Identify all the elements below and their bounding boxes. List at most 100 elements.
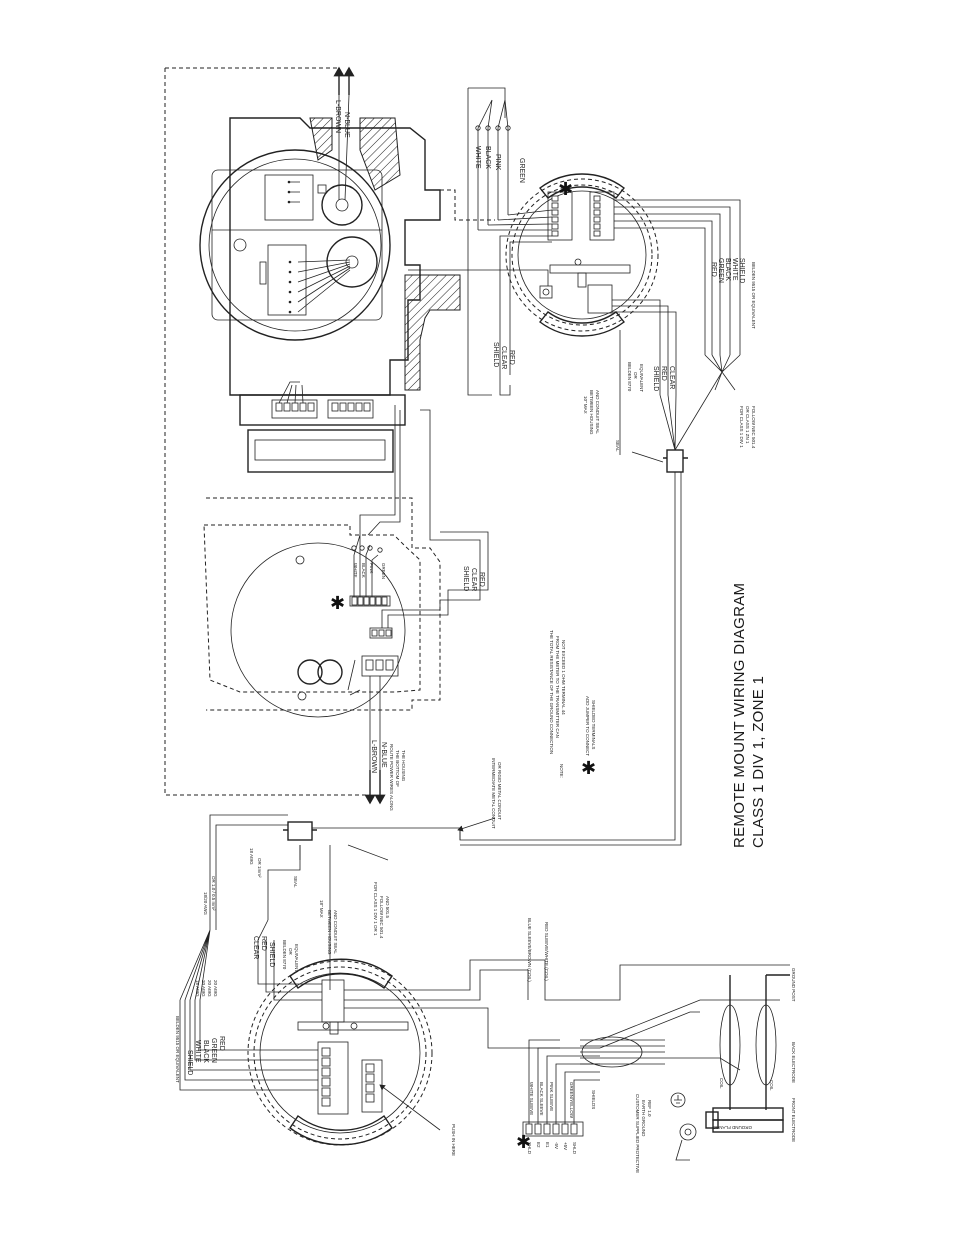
- between-bot-2: AND CONDUIT SEAL: [333, 910, 338, 954]
- term-plus5v: +5V: [563, 1142, 568, 1150]
- equivalent-top: EQUIVALENT: [639, 364, 644, 392]
- lead-brown-top: L-BROWN: [334, 100, 341, 133]
- sensor-housing-top: [408, 87, 741, 846]
- conduit-note-1: INTERMEDIATE METAL CONDUIT: [491, 758, 496, 829]
- ground-flange: GROUND FLANGE: [713, 1125, 752, 1130]
- class-bot-3: AND 501.5: [385, 896, 390, 919]
- clear-top-right: CLEAR: [668, 366, 675, 389]
- between-top-1: BETWEEN HOUSING: [589, 390, 594, 435]
- gauge-note-2: OR 1.0 / 0.5 mm²: [211, 876, 216, 911]
- belden-9515-top: BELDEN 9515 OR EQUIVALENT: [751, 262, 756, 329]
- cable-shield-bot: SHIELD: [186, 1050, 193, 1075]
- term-shld-2: SHLD: [572, 1142, 577, 1155]
- lead-blue-top: N-BLUE: [343, 112, 350, 138]
- middle-labels: WHITE BLACK PINK GREEN SHIELD CLEAR RED …: [353, 563, 596, 829]
- diagram-title: REMOTE MOUNT WIRING DIAGRAM CLASS 1 DIV …: [731, 583, 767, 848]
- awg-4: 20 AWG: [213, 980, 218, 997]
- cable-black-top: BLACK: [724, 258, 731, 281]
- term-minus5v: -5V: [554, 1142, 559, 1149]
- circuit-board: [203, 405, 496, 832]
- terminal-dots-top: [287, 180, 292, 314]
- note-line-1: THE TOTAL RESISTANCE OF THE GROUND CONNE…: [549, 630, 554, 754]
- cable-green-top: GREEN: [717, 258, 724, 283]
- shields-label: SHIELDS: [591, 1090, 596, 1109]
- or-top: OR: [633, 372, 638, 380]
- class-note-top-1: FOR CLASS 1 DIV 1: [739, 406, 744, 448]
- wire-white-top: WHITE: [474, 146, 481, 169]
- wire-black-top: BLACK: [484, 146, 491, 169]
- cable-white-bot: WHITE: [194, 1040, 201, 1063]
- shield-top-right: SHIELD: [652, 366, 659, 391]
- awg-2: 20 AWG: [201, 980, 206, 997]
- shield-top-left: SHIELD: [492, 342, 499, 367]
- class-bot-1: FOR CLASS 1 DIV 1 OR 1: [373, 882, 378, 936]
- mm-note-bot: OR 1mm²: [257, 858, 262, 878]
- push-in-label: PUSH IN HERE: [451, 1124, 456, 1156]
- cable-green-bot: GREEN: [210, 1038, 217, 1063]
- conduit-note-2: OR RIGID METAL CONDUIT: [497, 762, 502, 820]
- awg-1: 18 AWG: [195, 980, 200, 997]
- power-note-1: ROUTE POWER WIRES ALONG: [389, 744, 394, 811]
- red-top-right: RED: [660, 366, 667, 381]
- transmitter-housing: [199, 94, 461, 473]
- jumper-note-1: ADD JUMPER TO CONNECT: [585, 696, 590, 756]
- sleeve-pink: PINK SLEEVE: [549, 1082, 554, 1111]
- front-electrode-label: FRONT ELECTRODE: [791, 1098, 796, 1142]
- coil-label-1: COIL: [719, 1078, 724, 1089]
- clear-bot: CLEAR: [252, 936, 259, 959]
- awg-3: 20 AWG: [207, 980, 212, 997]
- belden-8770-top: BELDEN 8770: [627, 362, 632, 392]
- awg-18-bot: 18 AWG: [249, 848, 254, 865]
- note-line-2: FROM THE METER TO THE TRANSMITTER CAN: [555, 636, 560, 738]
- customer-ground-3: REF 1.0: [647, 1100, 652, 1117]
- top-labels: L-BROWN N-BLUE WHITE BLACK PINK GREEN RE…: [334, 100, 756, 452]
- title-line-1: REMOTE MOUNT WIRING DIAGRAM: [731, 583, 748, 848]
- svg-text:✱: ✱: [516, 1132, 531, 1153]
- gauge-note-1: 18/20 AWG: [203, 892, 208, 915]
- wire-black-mid: BLACK: [361, 563, 366, 578]
- wire-green-mid: GREEN: [381, 563, 386, 579]
- red-mid: RED: [478, 572, 485, 587]
- between-bot-1: BETWEEN HOUSING: [327, 910, 332, 955]
- power-note-2: THE BOTTOM OF: [395, 750, 400, 787]
- back-electrode-label: BACK ELECTRODE: [791, 1042, 796, 1083]
- customer-ground-1: CUSTOMER SUPPLIED PROTECTIVE: [635, 1094, 640, 1173]
- note-line-3: NOT EXCEED 1 OHM TERMINAL 44: [561, 640, 566, 715]
- power-note-3: THE HOUSING: [401, 750, 406, 782]
- cable-white-top: WHITE: [731, 258, 738, 281]
- clear-mid: CLEAR: [470, 568, 477, 591]
- seal-top: SEAL: [615, 440, 620, 452]
- svg-text:✱: ✱: [558, 179, 573, 200]
- jumper-note-2: SHIELDED TERMINALS: [591, 700, 596, 749]
- cable-red-top: RED: [710, 262, 717, 277]
- red-top-left: RED: [508, 350, 515, 365]
- jumper-asterisks: ✱ ✱ ✱ ✱: [330, 179, 596, 1153]
- lead-brown-mid: L-BROWN: [370, 740, 377, 773]
- coil-label-2: COIL: [769, 1080, 774, 1091]
- ground-post-label: GROUND POST: [791, 968, 796, 1002]
- electrode-assembly: [522, 974, 790, 1161]
- customer-ground-2: EARTH GROUND: [641, 1100, 646, 1137]
- bottom-labels: SHIELD WHITE BLACK GREEN RED BELDEN 9515…: [175, 848, 796, 1173]
- or-bot: OR: [288, 948, 293, 956]
- wire-green-top: GREEN: [518, 158, 525, 183]
- class-note-top-2: OR CLASS 1 ZN 1: [745, 406, 750, 444]
- class-note-top-3: FOLLOW NEC 501.4: [751, 406, 756, 449]
- wire-white-mid: WHITE: [353, 563, 358, 578]
- wire-pink-mid: PINK: [369, 563, 374, 574]
- red-bot: RED: [260, 936, 267, 951]
- cable-shield-top: SHIELD: [738, 258, 745, 283]
- svg-text:✱: ✱: [330, 593, 345, 614]
- red-sleeve-label: RED SLEEVE/WHITE (COIL): [544, 922, 549, 981]
- term-e2: E2: [536, 1142, 541, 1148]
- equivalent-bot: EQUIVALENT: [294, 944, 299, 972]
- max-10-top: 10" MAX: [583, 396, 588, 414]
- svg-text:✱: ✱: [581, 758, 596, 779]
- shield-bot: SHIELD: [268, 942, 275, 967]
- sleeve-green-yellow: GREEN/YELLOW: [569, 1082, 574, 1119]
- between-top-2: AND CONDUIT SEAL: [595, 390, 600, 434]
- conduit-boundary: [164, 66, 370, 796]
- seal-bot: SEAL: [293, 876, 298, 888]
- term-e1: E1: [545, 1142, 550, 1148]
